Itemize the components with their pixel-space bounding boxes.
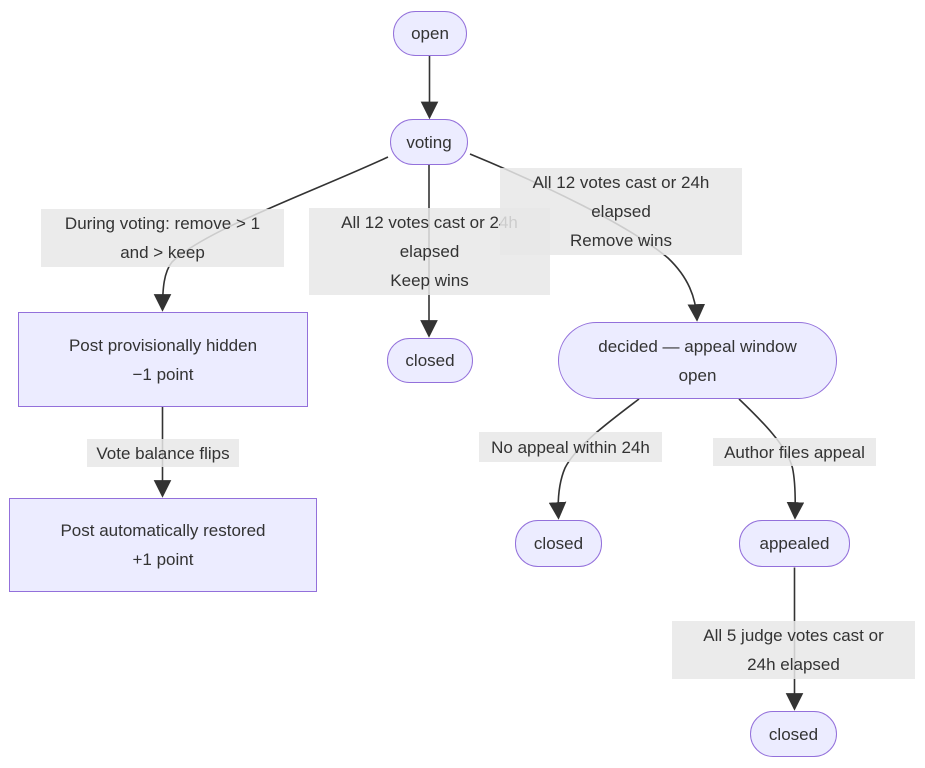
edge-label-line: All 12 votes cast or 24h bbox=[532, 173, 710, 192]
edge-label-line: Author files appeal bbox=[724, 442, 865, 462]
node-post-automatically-restored: Post automatically restored +1 point bbox=[9, 498, 317, 592]
edge-label-line: elapsed bbox=[399, 242, 460, 261]
edge-label-line: and > keep bbox=[120, 243, 205, 262]
node-label: appealed bbox=[759, 534, 830, 553]
edge-label-line: elapsed bbox=[591, 202, 651, 221]
node-label: Post provisionally hidden bbox=[68, 335, 258, 355]
node-state-open: open bbox=[393, 11, 467, 56]
node-label: +1 point bbox=[132, 550, 194, 569]
edge-label-author-files-appeal: Author files appeal bbox=[713, 438, 876, 466]
edge-label-remove-wins: All 12 votes cast or 24h elapsed Remove … bbox=[500, 168, 742, 255]
node-label: voting bbox=[406, 132, 452, 152]
node-label: decided — appeal window bbox=[598, 336, 797, 356]
edge-label-line: Vote balance flips bbox=[96, 443, 230, 463]
node-label: closed bbox=[768, 724, 819, 744]
edge-label-judge-votes: All 5 judge votes cast or 24h elapsed bbox=[672, 621, 915, 679]
node-label: Post automatically restored bbox=[60, 521, 266, 540]
node-state-closed-keep: closed bbox=[387, 338, 473, 383]
edge-label-line: 24h elapsed bbox=[747, 655, 840, 674]
edge-label-no-appeal: No appeal within 24h bbox=[479, 432, 662, 462]
node-label: −1 point bbox=[132, 364, 194, 384]
edge-label-during-voting: During voting: remove > 1 and > keep bbox=[41, 209, 284, 267]
node-label: open bbox=[678, 365, 717, 385]
edge-label-line: All 5 judge votes cast or bbox=[703, 626, 884, 645]
node-state-voting: voting bbox=[390, 119, 468, 165]
edge-label-line: No appeal within 24h bbox=[491, 437, 650, 457]
edge-label-line: Remove wins bbox=[569, 231, 673, 250]
node-label: closed bbox=[405, 351, 455, 370]
node-state-closed-final: closed bbox=[750, 711, 837, 757]
edge-label-vote-balance-flips: Vote balance flips bbox=[87, 439, 239, 467]
edge-decided-to-closed-no-appeal bbox=[548, 398, 640, 520]
edge-label-line: During voting: remove > 1 bbox=[64, 214, 261, 233]
node-state-appealed: appealed bbox=[739, 520, 850, 567]
node-label: open bbox=[411, 24, 449, 43]
node-post-provisionally-hidden: Post provisionally hidden −1 point bbox=[18, 312, 308, 407]
node-label: closed bbox=[533, 534, 584, 553]
node-state-closed-no-appeal: closed bbox=[515, 520, 602, 567]
node-state-decided-appeal-window: decided — appeal window open bbox=[558, 322, 837, 399]
edge-label-line: Keep wins bbox=[390, 271, 469, 290]
edge-label-line: All 12 votes cast or 24h bbox=[341, 213, 518, 232]
edge-decided-to-appealed bbox=[738, 398, 805, 520]
